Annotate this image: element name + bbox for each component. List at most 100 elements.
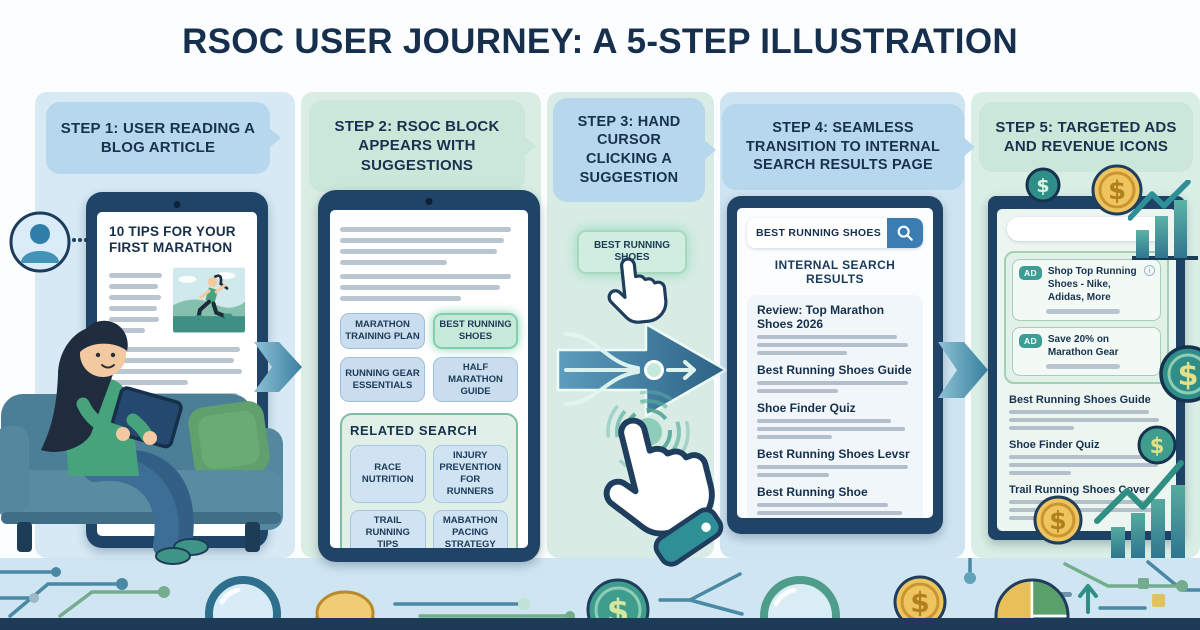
text-line-placeholder bbox=[757, 435, 832, 439]
result-snippet bbox=[1009, 455, 1164, 475]
circuit-decorations: $ $ bbox=[0, 558, 1200, 618]
step2-header: STEP 2: RSOC BLOCK APPEARS WITH SUGGESTI… bbox=[309, 100, 525, 192]
ad-text[interactable]: Shop Top Running Shoes - Nike, Adidas, M… bbox=[1047, 266, 1137, 303]
rsoc-screen: MARATHON TRAINING PLAN BEST RUNNING SHOE… bbox=[330, 210, 528, 548]
clicking-hand-icon[interactable] bbox=[585, 400, 738, 582]
article-title: 10 TIPS FOR YOUR FIRST MARATHON bbox=[109, 224, 236, 256]
result-title[interactable]: Best Running Shoe bbox=[757, 485, 868, 499]
text-line-placeholder bbox=[109, 346, 240, 352]
result-snippet bbox=[757, 335, 913, 355]
serp-device: BEST RUNNING SHOES INTERNAL SEARCH RESUL… bbox=[727, 196, 943, 534]
search-button[interactable] bbox=[887, 218, 923, 248]
article-text-block bbox=[340, 274, 518, 301]
dollar-coin-teal-icon: $ bbox=[1137, 425, 1177, 465]
step5-header: STEP 5: TARGETED ADS AND REVENUE ICONS bbox=[979, 102, 1193, 172]
step3-header: STEP 3: HAND CURSOR CLICKING A SUGGESTIO… bbox=[553, 98, 705, 202]
text-line-placeholder bbox=[757, 381, 909, 385]
result-title[interactable]: Review: Top Marathon Shoes 2026 bbox=[757, 303, 885, 331]
organic-results: Best Running Shoes Guide Shoe Finder Qui… bbox=[1009, 394, 1164, 520]
text-line-placeholder bbox=[757, 473, 829, 477]
text-line-placeholder bbox=[340, 296, 462, 301]
text-line-placeholder bbox=[340, 285, 501, 290]
svg-text:$: $ bbox=[607, 592, 629, 618]
ad-badge: AD bbox=[1019, 266, 1042, 280]
related-chip[interactable]: MABATHON PACING STRATEGY bbox=[432, 509, 508, 548]
connector-dot bbox=[84, 238, 88, 242]
text-line-placeholder bbox=[340, 260, 447, 265]
step4-header: STEP 4: SEAMLESS TRANSITION TO INTERNAL … bbox=[722, 104, 964, 190]
text-line-placeholder bbox=[757, 427, 906, 431]
text-line-placeholder bbox=[1009, 500, 1146, 504]
ad-card[interactable]: AD Shop Top Running Shoes - Nike, Adidas… bbox=[1012, 259, 1161, 321]
arrow-step1-to-step2 bbox=[254, 342, 302, 392]
serp-result[interactable]: Best Running Shoes Guide bbox=[757, 363, 913, 393]
result-title[interactable]: Shoe Finder Quiz bbox=[1009, 439, 1100, 451]
connector-dot bbox=[78, 238, 82, 242]
suggestion-chip[interactable]: MARATHON TRAINING PLAN bbox=[340, 313, 425, 349]
runner-illustration bbox=[173, 267, 245, 333]
tablet-camera-dot bbox=[425, 198, 433, 205]
organic-result[interactable]: Best Running Shoes Guide bbox=[1009, 394, 1164, 430]
dollar-coin-gold-icon: $ bbox=[1033, 495, 1083, 545]
text-line-placeholder bbox=[109, 368, 243, 374]
hand-cursor-icon[interactable] bbox=[602, 253, 673, 333]
serp-result[interactable]: Shoe Finder Quiz bbox=[757, 401, 913, 439]
serp-results-card: Review: Top Marathon Shoes 2026 Best Run… bbox=[747, 295, 923, 518]
suggestion-chip-highlighted[interactable]: BEST RUNNING SHOES bbox=[433, 313, 518, 349]
text-line-placeholder bbox=[1009, 463, 1158, 467]
text-line-placeholder bbox=[109, 294, 162, 300]
bottom-bar bbox=[0, 618, 1200, 630]
rsoc-tablet: MARATHON TRAINING PLAN BEST RUNNING SHOE… bbox=[318, 190, 540, 562]
search-bar[interactable]: BEST RUNNING SHOES bbox=[747, 218, 923, 248]
article-text-block bbox=[340, 227, 518, 265]
dollar-coin-teal-icon: $ bbox=[1159, 345, 1200, 403]
text-line-placeholder bbox=[757, 511, 903, 515]
svg-text:$: $ bbox=[1150, 434, 1165, 458]
result-snippet bbox=[757, 503, 913, 515]
related-chip[interactable]: INJURY PREVENTION FOR RUNNERS bbox=[432, 445, 508, 503]
user-avatar-icon bbox=[9, 211, 71, 273]
result-title[interactable]: Best Running Shoes Guide bbox=[1009, 394, 1151, 406]
svg-text:$: $ bbox=[1049, 506, 1066, 535]
text-line-placeholder bbox=[1009, 410, 1149, 414]
result-snippet bbox=[1009, 410, 1164, 430]
text-line-placeholder bbox=[109, 305, 157, 311]
related-chip[interactable]: RACE NUTRITION bbox=[350, 445, 426, 503]
result-title[interactable]: Shoe Finder Quiz bbox=[757, 401, 856, 415]
text-line-placeholder bbox=[340, 238, 504, 243]
text-line-placeholder bbox=[109, 272, 163, 278]
text-line-placeholder bbox=[109, 357, 235, 363]
related-search-block: RELATED SEARCH RACE NUTRITION INJURY PRE… bbox=[340, 413, 518, 548]
ads-screen: AD Shop Top Running Shoes - Nike, Adidas… bbox=[997, 209, 1176, 531]
suggestion-chip[interactable]: HALF MARATHON GUIDE bbox=[433, 356, 518, 403]
ad-info-icon[interactable]: i bbox=[1144, 265, 1155, 276]
text-line-placeholder bbox=[757, 503, 889, 507]
text-line-placeholder bbox=[1009, 418, 1160, 422]
result-snippet bbox=[757, 465, 913, 477]
result-title[interactable]: Trail Running Shoes Cover bbox=[1009, 484, 1150, 496]
serp-result[interactable]: Review: Top Marathon Shoes 2026 bbox=[757, 303, 913, 355]
text-line-placeholder bbox=[1009, 455, 1152, 459]
text-line-placeholder bbox=[1046, 364, 1121, 369]
page-title: RSOC USER JOURNEY: A 5-STEP ILLUSTRATION bbox=[182, 22, 1018, 61]
ads-block: AD Shop Top Running Shoes - Nike, Adidas… bbox=[1004, 251, 1169, 384]
related-chip[interactable]: TRAIL RUNNING TIPS bbox=[350, 509, 426, 548]
article-text-block bbox=[109, 267, 165, 339]
magnifier-icon bbox=[897, 225, 913, 241]
result-title[interactable]: Best Running Shoes Levsr bbox=[757, 447, 910, 461]
serp-result[interactable]: Best Running Shoes Levsr bbox=[757, 447, 913, 477]
svg-text:$: $ bbox=[1108, 176, 1126, 206]
growth-chart-icon bbox=[1094, 460, 1185, 558]
serp-heading: INTERNAL SEARCH RESULTS bbox=[774, 258, 896, 286]
result-title[interactable]: Best Running Shoes Guide bbox=[757, 363, 912, 377]
organic-result[interactable]: Shoe Finder Quiz bbox=[1009, 439, 1164, 475]
result-snippet bbox=[757, 381, 913, 393]
ad-badge: AD bbox=[1019, 334, 1042, 348]
decorative-band: $ $ bbox=[0, 558, 1200, 618]
step1-header: STEP 1: USER READING A BLOG ARTICLE bbox=[46, 102, 270, 174]
serp-result[interactable]: Best Running Shoe bbox=[757, 485, 913, 515]
suggestion-chip[interactable]: RUNNING GEAR ESSENTIALS bbox=[340, 356, 425, 403]
ad-text[interactable]: Save 20% on Marathon Gear bbox=[1047, 334, 1119, 358]
ad-card[interactable]: AD Save 20% on Marathon Gear bbox=[1012, 327, 1161, 376]
